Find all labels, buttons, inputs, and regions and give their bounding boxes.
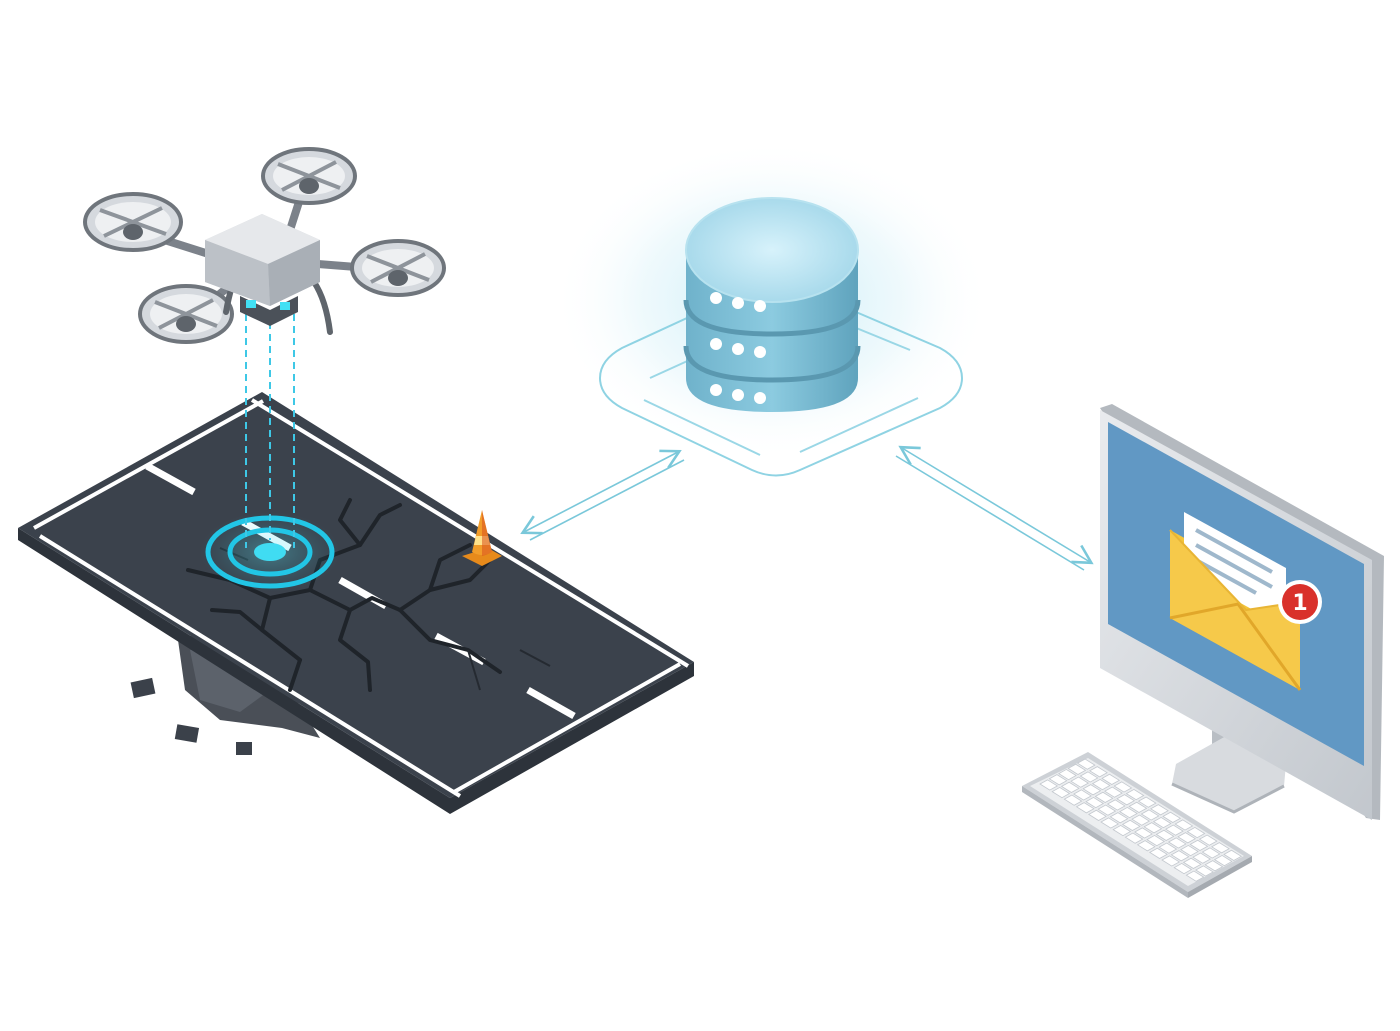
keyboard-key	[1112, 824, 1132, 837]
keyboard-key	[1180, 844, 1199, 857]
keyboard-key	[1124, 832, 1144, 844]
keyboard-key	[1088, 809, 1107, 821]
notification-badge-count: 1	[1292, 591, 1307, 616]
keyboard-key	[1149, 847, 1168, 859]
keyboard-key	[1116, 794, 1136, 806]
keyboard-key	[1167, 837, 1187, 849]
keyboard-key	[1173, 862, 1193, 875]
keyboard-key	[1100, 817, 1120, 829]
drone-node	[83, 147, 446, 548]
keyboard-key	[1048, 774, 1068, 786]
keyboard-key	[1136, 840, 1156, 852]
keyboard-key	[1158, 842, 1178, 854]
keyboard-key	[1150, 804, 1169, 816]
keyboard-key	[1097, 804, 1117, 816]
keyboard-key	[1134, 827, 1153, 839]
keyboard-key	[1113, 781, 1133, 793]
damaged-road-icon	[18, 392, 694, 814]
traffic-cone-icon	[462, 510, 502, 566]
keyboard-key	[1094, 791, 1114, 803]
drone-icon	[83, 147, 446, 344]
keyboard-key	[1063, 794, 1083, 806]
keyboard-key	[1058, 768, 1077, 781]
keyboard-key	[1201, 847, 1221, 859]
keyboard-key	[1079, 771, 1099, 783]
keyboard-key	[1140, 809, 1160, 821]
keyboard-key	[1089, 766, 1108, 778]
keyboard-key	[1185, 870, 1205, 882]
road-node	[18, 392, 694, 814]
keyboard-key	[1119, 806, 1138, 819]
keyboard-key	[1174, 819, 1194, 831]
keyboard-key	[1051, 786, 1071, 799]
envelope-notification-icon	[1169, 512, 1302, 691]
keyboard-key	[1070, 776, 1090, 788]
keyboard-keys	[1039, 758, 1243, 882]
computer-node: 1	[1022, 404, 1384, 898]
keyboard-key	[1125, 788, 1145, 801]
scan-beams	[245, 314, 295, 548]
keyboard-key	[1152, 816, 1172, 829]
keyboard-key	[1186, 826, 1206, 839]
keyboard-key	[1143, 822, 1163, 834]
keyboard-key	[1137, 796, 1157, 808]
keyboard-key	[1198, 834, 1218, 846]
keyboard-key	[1195, 865, 1214, 877]
keyboard-key	[1109, 812, 1129, 824]
keyboard-key	[1104, 786, 1123, 798]
keyboard-key	[1076, 758, 1096, 770]
keyboard-key	[1146, 834, 1166, 847]
keyboard-key	[1204, 860, 1224, 872]
database-server-icon	[683, 197, 861, 412]
keyboard-key	[1128, 801, 1148, 813]
arrow-road-database	[520, 449, 685, 541]
keyboard-key	[1182, 857, 1202, 869]
keyboard-key	[1039, 779, 1059, 791]
desktop-computer-icon: 1	[1100, 404, 1384, 820]
keyboard-key	[1085, 796, 1105, 809]
keyboard-key	[1106, 799, 1126, 811]
keyboard-key	[1075, 802, 1095, 814]
keyboard-key	[1170, 850, 1190, 862]
keyboard-key	[1073, 789, 1092, 801]
keyboard-key	[1192, 852, 1212, 864]
keyboard-key	[1162, 811, 1182, 823]
keyboard-key	[1165, 824, 1184, 836]
keyboard-key	[1121, 819, 1141, 831]
keyboard-key	[1211, 842, 1230, 854]
notification-badge: 1	[1278, 580, 1322, 624]
arrow-database-computer	[895, 445, 1094, 571]
keyboard-icon	[1022, 752, 1252, 898]
keyboard-key	[1131, 814, 1151, 826]
keyboard-key	[1101, 773, 1121, 785]
keyboard-key	[1213, 854, 1233, 867]
keyboard-key	[1155, 829, 1175, 841]
database-node	[552, 140, 992, 477]
keyboard-key	[1177, 832, 1197, 844]
keyboard-key	[1082, 784, 1102, 796]
keyboard-key	[1060, 781, 1080, 793]
keyboard-key	[1091, 778, 1111, 791]
keyboard-key	[1067, 763, 1087, 775]
keyboard-key	[1223, 849, 1243, 861]
keyboard-key	[1189, 839, 1209, 851]
keyboard-key	[1161, 855, 1181, 867]
scan-target-icon	[200, 512, 340, 592]
